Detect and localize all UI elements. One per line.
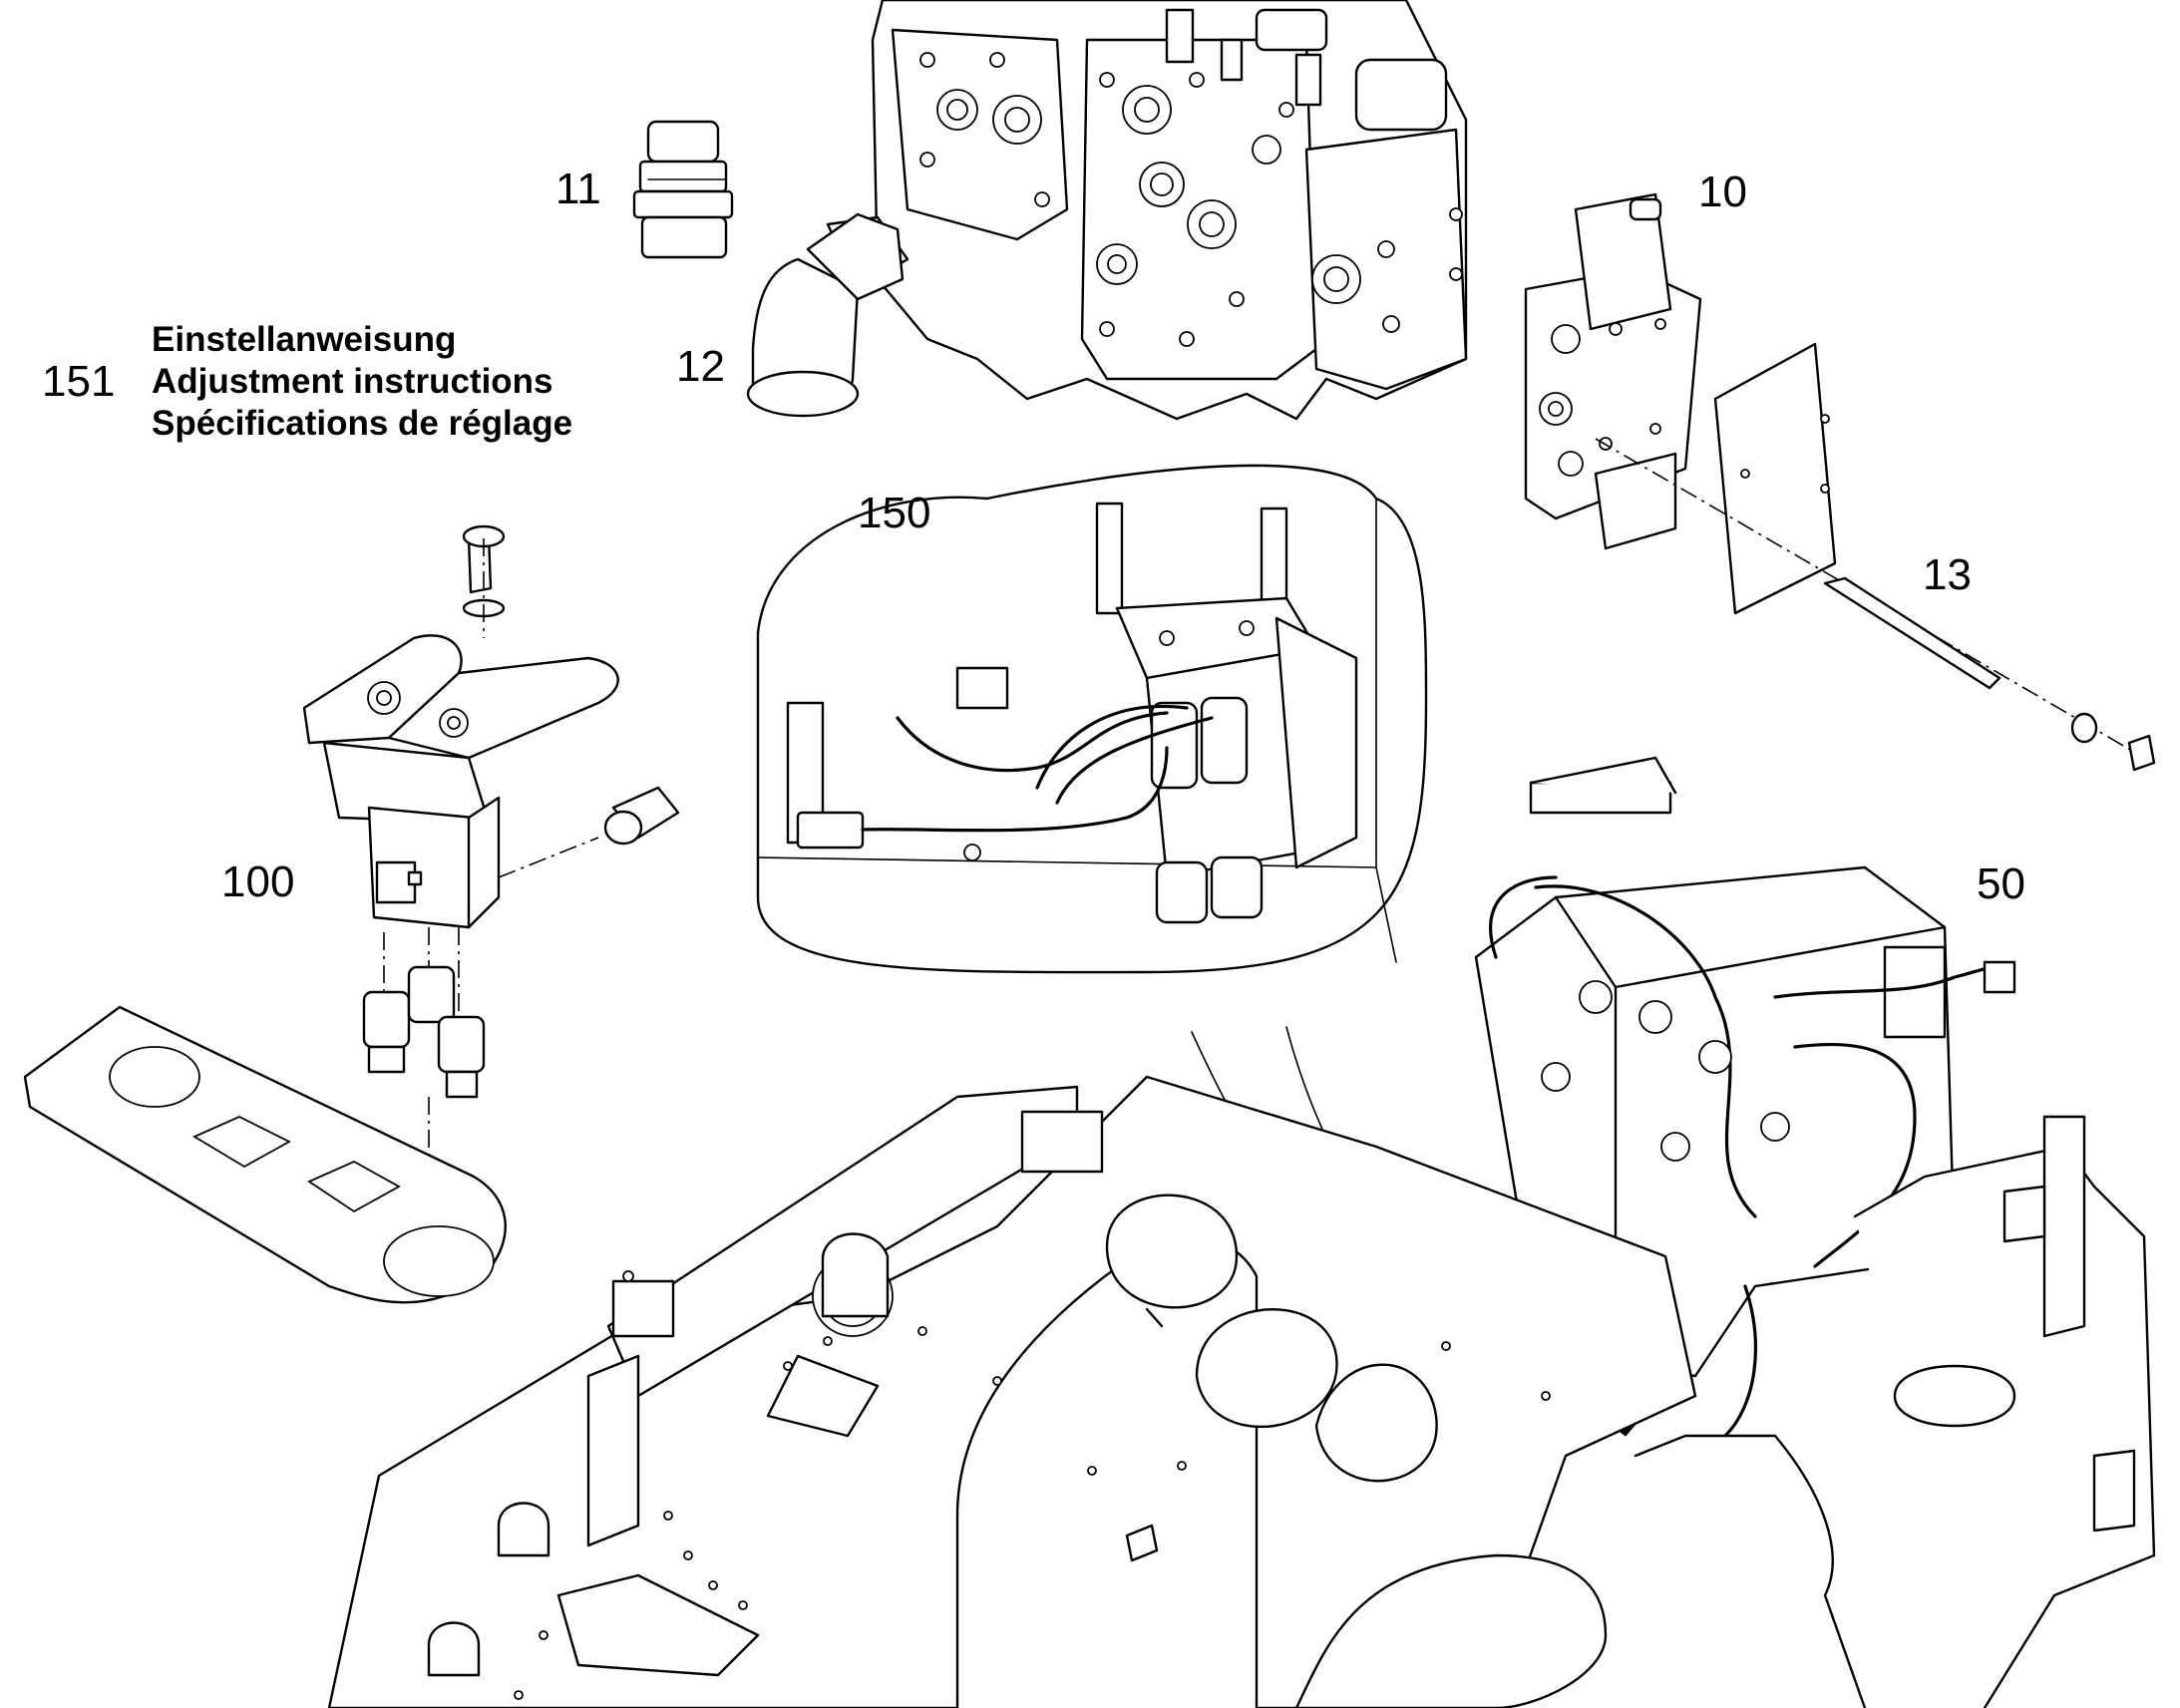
part-13-stud-bolt xyxy=(1596,439,2154,770)
adjustment-instructions-label: Einstellanweisung Adjustment instruction… xyxy=(152,319,572,445)
callout-150: 150 xyxy=(858,489,931,537)
part-spacer-plate xyxy=(1715,344,1835,613)
callout-12: 12 xyxy=(676,342,725,391)
callout-151: 151 xyxy=(42,357,116,406)
part-base-frame xyxy=(329,1077,2154,1708)
callout-100: 100 xyxy=(221,857,295,906)
part-100-pedal-assembly xyxy=(304,526,678,1226)
part-floor-plate xyxy=(25,1007,506,1302)
part-12-elbow-fitting xyxy=(748,214,908,416)
instructions-fr: Spécifications de réglage xyxy=(152,404,573,443)
instructions-de: Einstellanweisung xyxy=(152,320,457,359)
callout-13: 13 xyxy=(1923,550,1972,599)
callout-50: 50 xyxy=(1977,859,2025,908)
part-control-valve-block xyxy=(873,0,1466,419)
callout-11: 11 xyxy=(555,165,601,213)
callout-10: 10 xyxy=(1698,168,1747,216)
part-11-fitting xyxy=(634,122,732,257)
part-10-solenoid-valve xyxy=(1526,194,1700,548)
instructions-en: Adjustment instructions xyxy=(152,362,553,401)
part-150-detail-bubble xyxy=(758,466,1426,972)
